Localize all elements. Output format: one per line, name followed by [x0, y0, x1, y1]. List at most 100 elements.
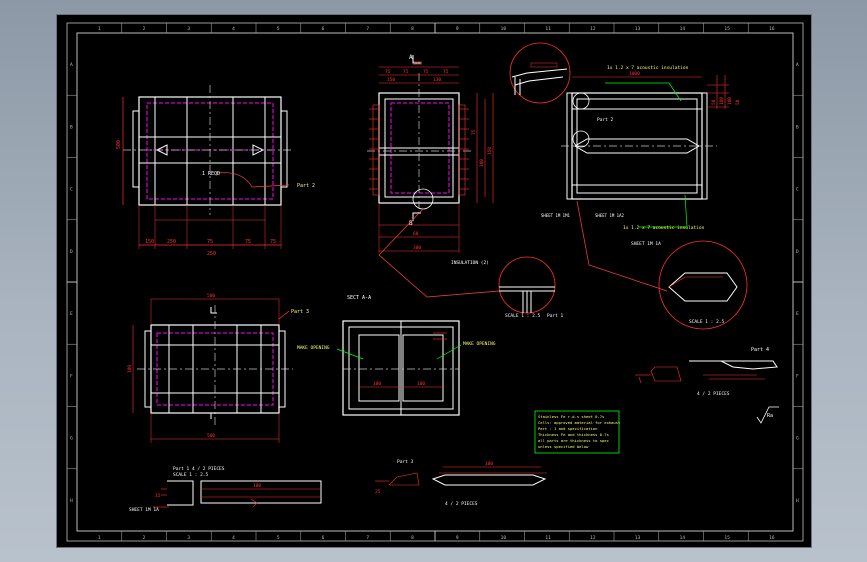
section-aa-label: SECT A-A — [347, 295, 371, 301]
border-row-label: E — [796, 311, 799, 317]
border-column-label: 8 — [411, 535, 414, 541]
dim-top-6: 130 — [433, 77, 441, 83]
border-column-label: 7 — [366, 535, 369, 541]
detail-dim-c: 100 — [727, 97, 733, 105]
border-row-label: H — [70, 498, 73, 504]
note-line-2: Cells: approved material for exhaust — [538, 420, 620, 425]
border-row-label: C — [796, 187, 799, 193]
part3-label: Part 3 — [397, 459, 414, 465]
border-column-label: 14 — [680, 26, 686, 32]
bl-dim-height: 180 — [127, 365, 133, 373]
detail-dim-b: 180 — [719, 97, 725, 105]
border-column-label: 5 — [277, 26, 280, 32]
dim-e: 75 — [270, 239, 276, 245]
center-label: 1 REQD — [202, 171, 220, 177]
surface-finish-symbol: Ra — [756, 406, 779, 424]
detail-dim-width: 1000 — [629, 71, 640, 77]
border-column-label: 10 — [501, 535, 507, 541]
note-line-6: unless specified below — [538, 444, 589, 449]
opening-note-left: MAKE OPENING — [297, 345, 330, 351]
detail-note-bottom: 1x 1.2 x 7 acoustic insulation — [623, 225, 705, 231]
border-row-label: F — [796, 373, 799, 379]
dim-top-total: 300 — [413, 61, 422, 67]
section-aa: SECT A-A 100 100 MAKE OPENING MAKE OPENI… — [297, 295, 496, 416]
detail-dim-d: 50 — [735, 99, 741, 105]
border-column-label: 13 — [635, 26, 641, 32]
border-column-label: 4 — [232, 535, 235, 541]
border-column-label: 1 — [98, 535, 101, 541]
section-mark-a: A — [409, 54, 413, 61]
part-3: Part 3 25 100 4 / 2 PIECES — [375, 459, 547, 507]
cad-drawing: 1122334455667788991010111112121313141415… — [66, 22, 804, 542]
border-column-label: 15 — [724, 535, 730, 541]
detail-sheet-label: SHEET 1M 1A — [631, 241, 661, 247]
detail-circle-right: SHEET 1M 1A SCALE 1 : 2.5 — [631, 240, 748, 330]
border-column-label: 6 — [322, 26, 325, 32]
part4-pieces: 4 / 2 PIECES — [697, 391, 730, 397]
section-mark-b: B — [409, 220, 413, 227]
part1-title: Part 1 4 / 2 PIECES — [173, 466, 225, 472]
dim-top-1: 75 — [385, 69, 391, 75]
dim-c: 75 — [207, 239, 213, 245]
border-column-label: 16 — [769, 535, 775, 541]
border-column-label: 16 — [769, 26, 775, 32]
border-column-label: 11 — [545, 26, 551, 32]
border-row-label: F — [70, 373, 73, 379]
view-top-left: 500 150 250 75 75 75 250 1 REQD Part 2 — [116, 85, 315, 257]
note-box: Stainless Fe r.d.s sheet 0.7s Cells: app… — [534, 410, 620, 454]
part3-pieces: 4 / 2 PIECES — [445, 501, 478, 507]
border-zone-labels: 1122334455667788991010111112121313141415… — [70, 26, 799, 541]
dim-b: 250 — [167, 239, 176, 245]
detail-scale-label: SCALE 1 : 2.5 — [689, 319, 725, 325]
border-column-label: 9 — [456, 26, 459, 32]
border-column-label: 10 — [501, 26, 507, 32]
border-row-label: D — [796, 249, 799, 255]
part-4: Part 4 4 / 2 PIECES — [635, 347, 778, 397]
view-bottom-left: 500 500 180 Part 3 — [127, 293, 309, 443]
border-column-label: 12 — [590, 26, 596, 32]
section-detail-insulation: INSULATION (2) SCALE 1 : 2.5 Part 1 — [451, 256, 564, 319]
border-row-label: B — [70, 124, 73, 130]
part1-dim-2: 180 — [253, 483, 261, 489]
border-column-label: 2 — [143, 535, 146, 541]
border-row-label: C — [70, 187, 73, 193]
border-column-label: 15 — [724, 26, 730, 32]
bl-dim-bottom: 500 — [207, 433, 215, 439]
border-zone-ticks — [67, 23, 803, 541]
border-row-label: G — [796, 436, 799, 442]
sheet-label-1: SHEET 1M 1M1 — [541, 213, 570, 218]
dim-d: 75 — [245, 239, 251, 245]
detail-part: Part 2 — [597, 117, 614, 123]
border-column-label: 5 — [277, 535, 280, 541]
part1-dim-1: 15 — [155, 493, 161, 499]
opening-note-right: MAKE OPENING — [463, 341, 496, 347]
dim-right-3: 150 — [487, 147, 493, 155]
part3-dim-2: 100 — [485, 461, 493, 467]
border-column-label: 13 — [635, 535, 641, 541]
note-line-4: Thickness Fe and thickness 0.7s — [538, 432, 609, 437]
border-column-label: 14 — [680, 535, 686, 541]
dim-a: 150 — [145, 239, 154, 245]
revision-symbol: Ra — [767, 413, 773, 419]
outer-frame — [66, 22, 804, 542]
part1-scale: SCALE 1 : 2.5 — [173, 472, 209, 478]
dim-top-4: 75 — [443, 69, 449, 75]
dim-total: 250 — [207, 251, 216, 257]
border-row-label: A — [70, 62, 73, 68]
note-line-1: Stainless Fe r.d.s sheet 0.7s — [538, 414, 604, 419]
border-column-label: 9 — [456, 535, 459, 541]
inner-frame — [76, 32, 794, 532]
detail-leader-1 — [378, 208, 500, 298]
border-row-label: D — [70, 249, 73, 255]
part-1: Part 1 4 / 2 PIECES SCALE 1 : 2.5 15 180… — [129, 466, 322, 513]
section-insulation-label: INSULATION (2) — [451, 260, 489, 266]
detail-note-top: 1x 1.2 x 7 acoustic insulation — [607, 65, 689, 71]
aa-dim-1: 100 — [373, 381, 381, 387]
border-column-label: 6 — [322, 535, 325, 541]
bl-part-label: Part 3 — [291, 309, 309, 315]
border-column-label: 11 — [545, 535, 551, 541]
border-row-label: G — [70, 436, 73, 442]
detail-dim-a: 50 — [711, 99, 717, 105]
bl-dim-top: 500 — [207, 293, 215, 299]
